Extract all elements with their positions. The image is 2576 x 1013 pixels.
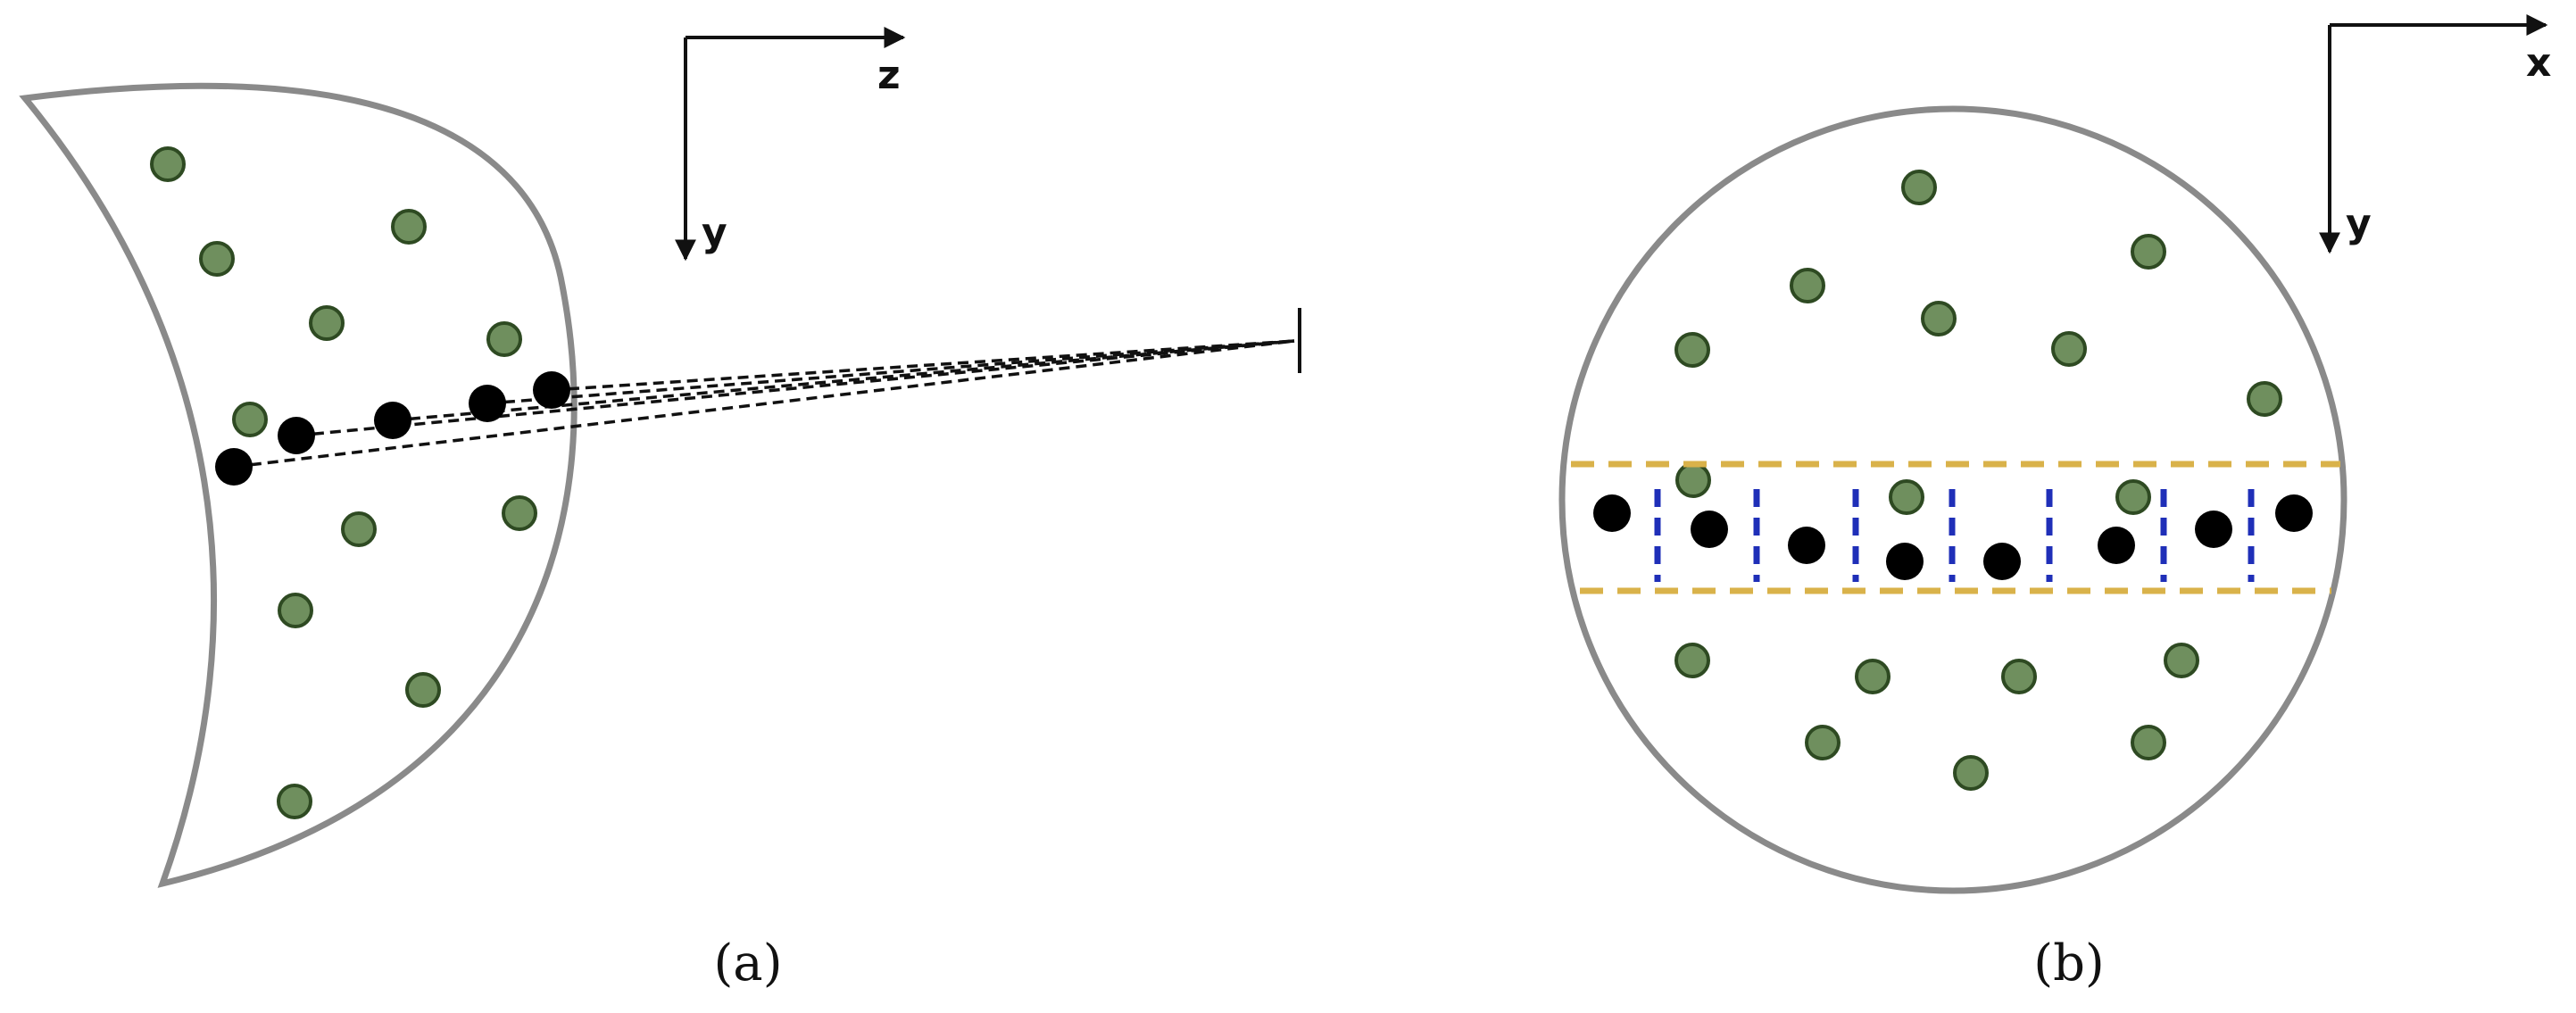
green-points-a [150,146,537,819]
green-point [278,593,313,628]
green-point [232,402,268,437]
projection-rays [233,339,1295,469]
axes-a: z y [675,27,906,262]
green-point [1921,301,1957,336]
green-point [1790,268,1825,303]
y-axis-label-b: y [2346,201,2372,246]
sampled-point [278,417,315,454]
x-axis-label: x [2526,40,2551,86]
green-point [150,146,186,182]
sampled-point [215,448,253,486]
sampled-point [1983,543,2021,580]
green-point [2164,643,2199,678]
crescent-volume [19,82,578,888]
sampled-points-a [215,371,570,486]
green-point [1953,755,1989,791]
green-point [1889,479,1924,515]
green-point [502,495,537,531]
green-point [1805,725,1841,760]
y-axis-label: y [702,210,727,255]
green-point [405,672,441,708]
green-point [341,511,377,547]
sampled-points-b [1593,494,2313,580]
circular-cross-section [1558,105,2347,894]
slice-band [1571,461,2340,594]
panel-a: z y (a) [19,27,1301,992]
green-point [277,784,312,819]
green-point [309,305,345,341]
green-point [486,321,522,357]
sampled-point [2195,511,2232,548]
green-point [2051,331,2087,367]
axes-b: x y [2319,14,2551,254]
bin-dividers [1654,489,2255,582]
projection-ray [233,339,1295,469]
projection-ray [392,339,1295,422]
green-point [1674,643,1710,678]
green-point [1901,170,1937,205]
green-point [1674,332,1710,368]
green-point [2115,479,2151,515]
sampled-point [1691,511,1728,548]
green-point [199,241,235,277]
green-point [2131,725,2166,760]
sampled-point [1593,494,1631,532]
green-point [1855,659,1890,694]
green-points-b [1674,170,2282,791]
sampled-point [2098,527,2135,564]
sampled-point [533,371,570,409]
green-point [1675,462,1711,498]
green-point [2131,234,2166,270]
sampled-point [1886,543,1924,580]
green-point [2247,381,2282,417]
sampled-point [469,385,506,422]
green-point [391,209,427,245]
caption-a: (a) [713,934,782,992]
projection-ray [551,339,1295,392]
green-point [2001,659,2037,694]
sampled-point [374,402,411,439]
projection-ray [486,339,1295,405]
caption-b: (b) [2033,934,2105,992]
sampled-point [1788,527,1825,564]
z-axis-label: z [877,53,901,98]
panel-b: x y (b) [1558,14,2551,992]
sampled-point [2275,494,2313,532]
